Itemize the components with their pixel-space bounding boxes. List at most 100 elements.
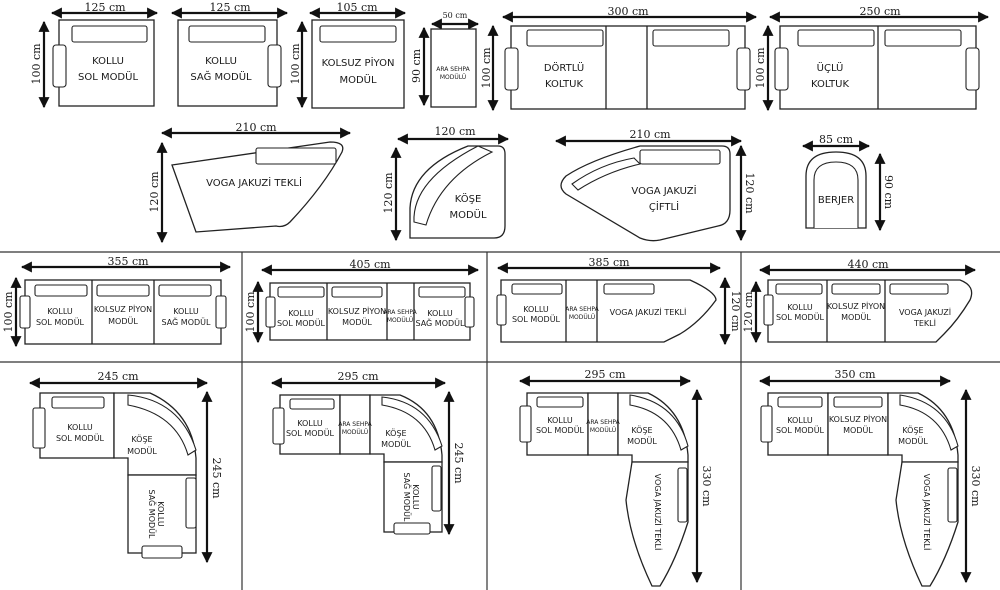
label-a2: SOL MODÜL xyxy=(286,428,335,438)
grid-lines xyxy=(0,251,1000,590)
label-a1: KOLLU xyxy=(288,309,314,318)
unit-berjer: 85 cm 90 cm BERJER xyxy=(801,133,895,232)
label-b1: KOLSUZ PİYON xyxy=(94,304,152,314)
label-r1: KOLLU xyxy=(156,501,165,527)
dim-width: 105 cm xyxy=(336,1,378,14)
dim-width: 50 cm xyxy=(443,11,468,20)
label-r1: KOLLU xyxy=(411,484,420,510)
dim-height: 120 cm xyxy=(743,172,756,214)
label-line1: KOLLU xyxy=(205,56,237,67)
label-a1: KOLLU xyxy=(547,416,573,425)
label-k2: MODÜL xyxy=(381,439,411,449)
unit-kollu-sol: 125 cm 100 cm KOLLU SOL MODÜL xyxy=(30,1,159,109)
label-line1: DÖRTLÜ xyxy=(544,61,584,74)
label-k1: KÖŞE xyxy=(385,428,406,438)
label-b1: KOLSUZ PİYON xyxy=(827,301,885,311)
label-v: VOGA JAKUZİ TEKLİ xyxy=(653,474,663,551)
dim-width: 405 cm xyxy=(349,258,391,271)
dim-width: 85 cm xyxy=(819,133,854,146)
label-v: VOGA JAKUZİ TEKLİ xyxy=(922,474,932,551)
label: BERJER xyxy=(818,195,854,206)
combo-405: 405 cm 100 cm KOLLU SOL MODÜL KOLSUZ PİY… xyxy=(244,258,480,344)
dim-width: 385 cm xyxy=(588,256,630,269)
label-line2: MODÜL xyxy=(449,208,487,221)
dim-width: 250 cm xyxy=(859,5,901,18)
label-line1: KÖŞE xyxy=(455,192,482,205)
label-s2: MODÜLÜ xyxy=(569,314,595,321)
label-s1: ARA SEHPA xyxy=(383,309,417,316)
label-a1: KOLLU xyxy=(787,416,813,425)
combo-295-330: 295 cm 330 cm KOLLU SOL MODÜL ARA SEHPA … xyxy=(518,368,713,587)
label-c2: SAĞ MODÜL xyxy=(162,316,212,327)
label-c1: KOLLU xyxy=(173,307,199,316)
dim-height: 90 cm xyxy=(882,175,895,210)
label-c1: KOLLU xyxy=(427,309,453,318)
label-k2: MODÜL xyxy=(127,446,157,456)
label-k2: MODÜL xyxy=(898,436,928,446)
dim-height: 100 cm xyxy=(754,47,767,89)
label-a1: KOLLU xyxy=(523,305,549,314)
label-line1: ARA SEHPA xyxy=(436,66,470,73)
label-a2: SOL MODÜL xyxy=(776,425,825,435)
unit-voga-jakuzi-ciftli: 210 cm 120 cm VOGA JAKUZİ ÇİFTLİ xyxy=(554,128,756,242)
combo-245: 245 cm 245 cm KOLLU SOL MODÜL KÖŞE MODÜL… xyxy=(28,370,223,564)
label-a2: SOL MODÜL xyxy=(56,433,105,443)
dim-height: 100 cm xyxy=(244,291,257,333)
label-line2: KOLTUK xyxy=(811,79,850,90)
label-s1: ARA SEHPA xyxy=(586,419,620,426)
label-s1: ARA SEHPA xyxy=(565,306,599,313)
label-r2: SAĞ MODÜL xyxy=(402,473,413,523)
label-b2: MODÜL xyxy=(108,316,138,326)
label-line1: KOLSUZ PİYON xyxy=(322,56,395,69)
dim-height: 120 cm xyxy=(382,172,395,214)
label-line2: ÇİFTLİ xyxy=(649,200,679,213)
label-a1: KOLLU xyxy=(47,307,73,316)
dim-height: 245 cm xyxy=(210,457,223,499)
dim-width: 295 cm xyxy=(584,368,626,381)
label-v2: TEKLİ xyxy=(913,318,936,328)
unit-dortlu-koltuk: 300 cm 100 cm DÖRTLÜ KOLTUK xyxy=(480,5,758,112)
label-a2: SOL MODÜL xyxy=(512,314,561,324)
dim-width: 355 cm xyxy=(107,255,149,268)
combo-350-330: 350 cm 330 cm KOLLU SOL MODÜL KOLSUZ PİY… xyxy=(758,368,982,587)
label-a2: SOL MODÜL xyxy=(776,312,825,322)
label-b1: KOLSUZ PİYON xyxy=(328,306,386,316)
dim-height: 100 cm xyxy=(289,43,302,85)
label-line1: VOGA JAKUZİ xyxy=(631,184,696,197)
label-line2: KOLTUK xyxy=(545,79,584,90)
dim-width: 120 cm xyxy=(434,125,476,138)
unit-kose-modul: 120 cm 120 cm KÖŞE MODÜL xyxy=(382,125,510,242)
label-c2: SAĞ MODÜL xyxy=(416,317,466,328)
combo-295-245: 295 cm 245 cm KOLLU SOL MODÜL ARA SEHPA … xyxy=(270,370,465,536)
label-line2: SOL MODÜL xyxy=(78,70,138,83)
dim-width: 210 cm xyxy=(235,121,277,134)
label-s2: MODÜLÜ xyxy=(342,429,368,436)
dim-height: 120 cm xyxy=(729,290,742,332)
dim-height: 100 cm xyxy=(2,291,15,333)
dim-height: 330 cm xyxy=(969,465,982,507)
dim-height: 120 cm xyxy=(742,291,755,333)
label-a1: KOLLU xyxy=(67,423,93,432)
unit-kolsuz-piyon: 105 cm 100 cm KOLSUZ PİYON MODÜL xyxy=(289,1,407,109)
label-a2: SOL MODÜL xyxy=(277,318,326,328)
label-a1: KOLLU xyxy=(787,303,813,312)
dim-width: 245 cm xyxy=(97,370,139,383)
label-line2: MODÜLÜ xyxy=(440,74,466,81)
unit-voga-jakuzi-tekli: 210 cm 120 cm VOGA JAKUZİ TEKLİ xyxy=(148,121,352,244)
combo-440: 440 cm 120 cm KOLLU SOL MODÜL KOLSUZ PİY… xyxy=(742,258,977,344)
label-a1: KOLLU xyxy=(297,419,323,428)
dim-height: 330 cm xyxy=(700,465,713,507)
label-k1: KÖŞE xyxy=(131,434,152,444)
label-a2: SOL MODÜL xyxy=(536,425,585,435)
label-r2: SAĞ MODÜL xyxy=(147,490,158,540)
label-s2: MODÜLÜ xyxy=(387,317,413,324)
unit-kollu-sag: 125 cm KOLLU SAĞ MODÜL xyxy=(170,1,289,107)
label-k2: MODÜL xyxy=(627,436,657,446)
label-k1: KÖŞE xyxy=(902,425,923,435)
dim-width: 210 cm xyxy=(629,128,671,141)
dim-width: 350 cm xyxy=(834,368,876,381)
dim-height: 120 cm xyxy=(148,171,161,213)
dim-height: 100 cm xyxy=(480,47,493,89)
label-s1: ARA SEHPA xyxy=(338,421,372,428)
